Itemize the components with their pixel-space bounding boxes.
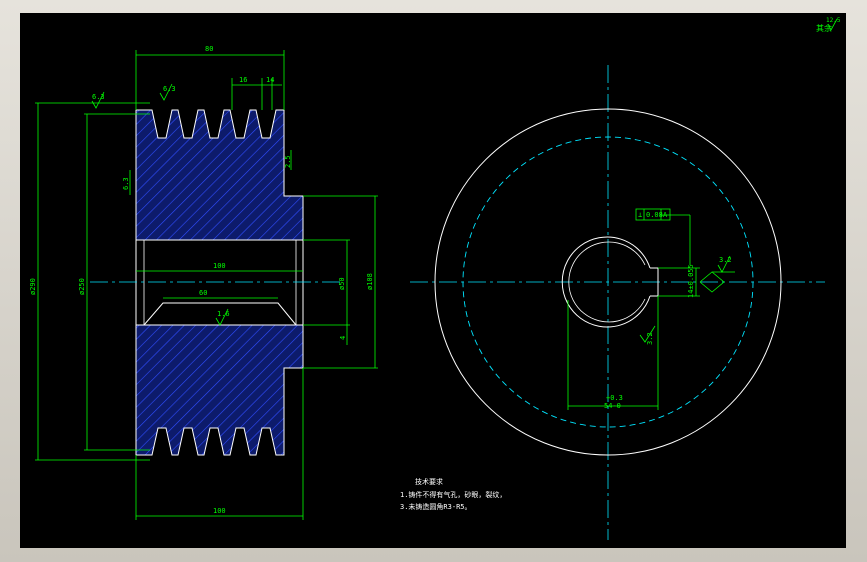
- section-upper-body: [135, 109, 304, 241]
- dim-groove-pitch: 16: [239, 76, 247, 84]
- rough-side: 6.3: [122, 177, 130, 190]
- tolerance-value: 0.08: [646, 211, 663, 219]
- bore-with-keyway: [561, 236, 651, 328]
- cad-drawing-canvas[interactable]: 80 16 14 6.3 6.3 100 60 1.6 100 ø290 ø25…: [20, 13, 846, 548]
- dim-pitch-dia: ø250: [78, 278, 86, 295]
- dim-keyway-depth: 54-0: [604, 402, 621, 410]
- tolerance-frame: ⊥ 0.08 A: [635, 208, 671, 221]
- dim-bore-dia: ø50: [338, 277, 346, 290]
- rough-keyway-side: 3.2: [719, 256, 732, 264]
- dim-bottom-width: 100: [213, 507, 226, 515]
- rough-groove: 6.3: [163, 85, 176, 93]
- drawing-svg: 80 16 14 6.3 6.3 100 60 1.6 100 ø290 ø25…: [29, 17, 841, 540]
- dim-top-width: 80: [205, 45, 213, 53]
- tolerance-datum: A: [663, 211, 668, 219]
- technical-requirements: 技术要求 1.铸件不得有气孔，砂眼，裂纹， 3.未铸造圆角R3-R5。: [400, 477, 506, 511]
- surface-finish-label: 其余: [816, 23, 832, 33]
- tolerance-symbol: ⊥: [638, 211, 642, 219]
- dim-bore-length: 100: [213, 262, 226, 270]
- front-view: ⊥ 0.08 A +0.3 54-0 14±0.055 3.2 3.2: [410, 65, 825, 540]
- section-lower-body: [135, 324, 304, 456]
- bore-outline: [135, 239, 304, 326]
- dim-hub-dia: ø108: [366, 273, 374, 290]
- dim-groove-edge: 14: [266, 76, 274, 84]
- tech-req-title: 技术要求: [415, 477, 443, 486]
- outer-circle: [434, 108, 782, 456]
- pitch-circle: [462, 136, 754, 428]
- surface-finish-value: 12.5: [826, 17, 841, 24]
- bore-taper: [143, 302, 297, 326]
- tech-req-line1: 1.铸件不得有气孔，砂眼，裂纹，: [400, 490, 506, 499]
- dim-right-small: 2.5: [284, 155, 292, 168]
- dim-keyway-tol: +0.3: [606, 394, 623, 402]
- dim-key-depth: 4: [339, 336, 347, 340]
- tech-req-line2: 3.未铸造圆角R3-R5。: [400, 502, 472, 511]
- rough-keyway: 3.2: [646, 332, 654, 345]
- surface-finish-note: 其余 12.5: [816, 17, 841, 33]
- dim-keyway-width: 14±0.055: [687, 264, 695, 298]
- section-view: 80 16 14 6.3 6.3 100 60 1.6 100 ø290 ø25…: [29, 45, 378, 520]
- dim-outer-dia: ø290: [29, 278, 37, 295]
- rough-top: 6.3: [92, 93, 105, 101]
- rough-bore: 1.6: [217, 310, 230, 318]
- dim-chamfer-width: 60: [199, 289, 207, 297]
